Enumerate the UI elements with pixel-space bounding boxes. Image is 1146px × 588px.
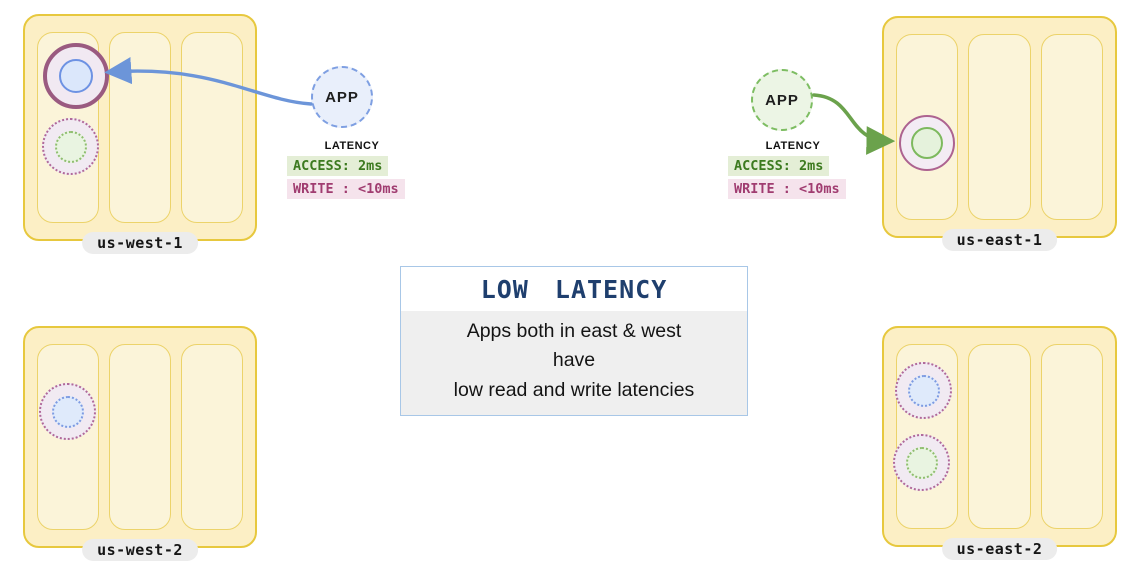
availability-zone [1040, 34, 1103, 220]
region-us-west-1: us-west-1 [23, 14, 257, 254]
west-app-connection-arrow [104, 57, 313, 106]
callout-line: have [552, 349, 596, 372]
db-node-inner-green [54, 130, 87, 163]
region-label-us-east-2: us-east-2 [941, 538, 1058, 560]
latency-block-east: LATENCY ACCESS: 2ms WRITE : <10ms [728, 140, 858, 202]
app-circle-west: APP [311, 66, 373, 128]
app-circle-east: APP [751, 69, 813, 131]
latency-block-west: LATENCY ACCESS: 2ms WRITE : <10ms [287, 140, 417, 202]
region-us-east-2: us-east-2 [882, 326, 1117, 560]
db-node-inner-blue [907, 374, 940, 407]
region-label-us-east-1: us-east-1 [941, 229, 1058, 251]
latency-write-row: WRITE : <10ms [728, 179, 846, 199]
callout-body: Apps both in east & west have low read a… [401, 311, 747, 415]
db-node-inner-blue [51, 395, 84, 428]
callout-title: LOW LATENCY [480, 274, 668, 304]
latency-access-row: ACCESS: 2ms [287, 156, 389, 176]
callout-line: Apps both in east & west [466, 320, 682, 342]
app-label: APP [325, 88, 359, 106]
db-node-standby-blue [895, 362, 952, 419]
availability-zone [181, 32, 243, 223]
region-label-us-west-2: us-west-2 [82, 539, 198, 561]
db-node-inner-blue [59, 59, 93, 93]
region-us-east-1: us-east-1 [882, 16, 1117, 251]
east-app-connection-arrow [812, 93, 896, 155]
region-label-us-west-1: us-west-1 [82, 232, 198, 254]
db-node-standby-green [893, 434, 950, 491]
latency-access-row: ACCESS: 2ms [728, 156, 830, 176]
availability-zone [1040, 344, 1103, 529]
region-us-west-2: us-west-2 [23, 326, 257, 561]
availability-zone [109, 344, 171, 530]
low-latency-callout: LOW LATENCY Apps both in east & west hav… [400, 266, 748, 416]
latency-title: LATENCY [765, 140, 821, 152]
callout-line: low read and write latencies [453, 378, 695, 401]
availability-zone [968, 344, 1031, 529]
availability-zone [968, 34, 1031, 220]
callout-header: LOW LATENCY [401, 267, 747, 311]
latency-title: LATENCY [324, 140, 380, 152]
db-node-standby-green [42, 118, 99, 175]
db-node-standby-blue [39, 383, 96, 440]
db-node-inner-green [905, 446, 938, 479]
latency-write-row: WRITE : <10ms [287, 179, 405, 199]
availability-zone [181, 344, 243, 530]
db-node-inner-green [911, 127, 943, 159]
app-label: APP [765, 91, 799, 109]
db-node-active-green [899, 115, 955, 171]
